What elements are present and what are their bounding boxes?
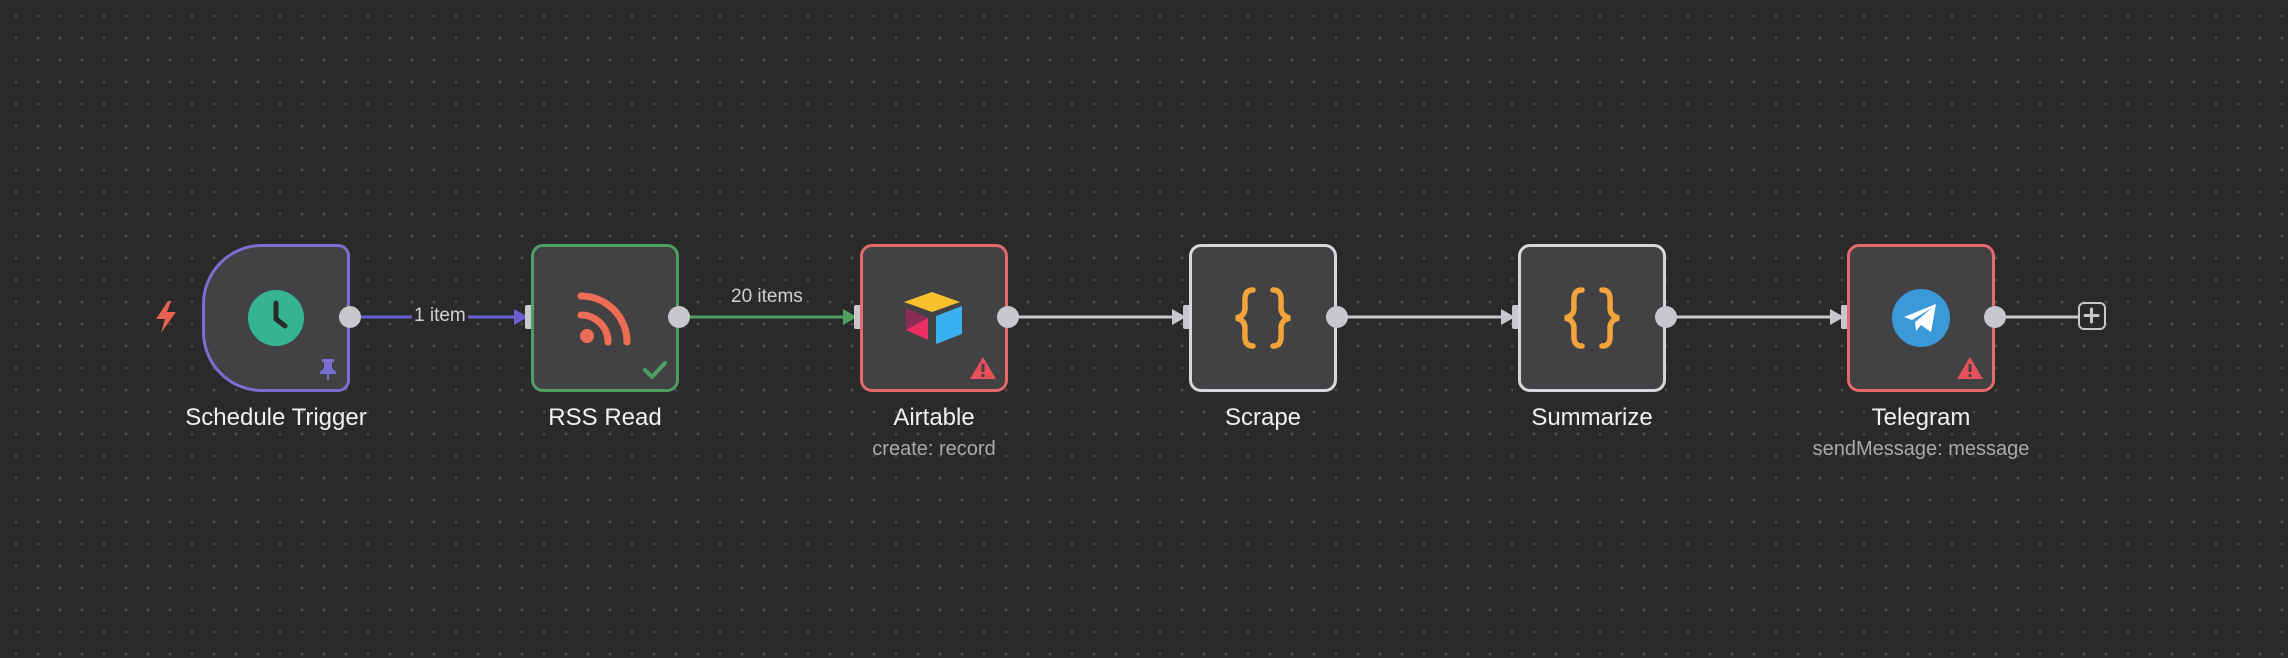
connection-arrow xyxy=(1501,309,1515,325)
node-label-scrape: Scrape xyxy=(1224,404,1302,431)
input-handle-airtable[interactable] xyxy=(854,305,864,329)
node-label-telegram: Telegram xyxy=(1871,404,1971,431)
input-handle-telegram[interactable] xyxy=(1841,305,1851,329)
trigger-bolt-icon xyxy=(156,301,176,333)
connection-rss-to-airtable[interactable] xyxy=(679,309,857,325)
node-summarize[interactable] xyxy=(1518,244,1666,392)
rss-icon xyxy=(577,292,631,346)
output-handle-rss[interactable] xyxy=(668,306,690,328)
node-schedule-trigger[interactable] xyxy=(202,244,350,392)
connection-summarize-to-telegram[interactable] xyxy=(1666,309,1844,325)
node-subtitle-telegram: sendMessage: message xyxy=(1812,438,2030,460)
output-handle-airtable[interactable] xyxy=(997,306,1019,328)
node-label-rss-read: RSS Read xyxy=(548,404,662,431)
connection-arrow xyxy=(1830,309,1844,325)
input-handle-scrape[interactable] xyxy=(1183,305,1193,329)
edge-label-schedule-rss: 1 item xyxy=(412,305,468,327)
connection-scrape-to-summarize[interactable] xyxy=(1337,309,1515,325)
node-scrape[interactable] xyxy=(1189,244,1337,392)
input-handle-rss[interactable] xyxy=(525,305,535,329)
node-label-summarize: Summarize xyxy=(1531,404,1653,431)
output-handle-schedule[interactable] xyxy=(339,306,361,328)
warning-icon xyxy=(970,357,996,379)
airtable-icon xyxy=(904,292,962,344)
pin-icon xyxy=(320,359,336,380)
node-rss-read[interactable] xyxy=(531,244,679,392)
connection-arrow xyxy=(514,309,528,325)
output-handle-telegram[interactable] xyxy=(1984,306,2006,328)
connection-airtable-to-scrape[interactable] xyxy=(1008,309,1186,325)
output-handle-scrape[interactable] xyxy=(1326,306,1348,328)
success-check-icon xyxy=(643,361,667,379)
connection-arrow xyxy=(843,309,857,325)
node-airtable[interactable] xyxy=(860,244,1008,392)
warning-icon xyxy=(1957,357,1983,379)
node-telegram[interactable] xyxy=(1847,244,1995,392)
clock-icon xyxy=(248,290,304,346)
connection-arrow xyxy=(1172,309,1186,325)
add-node-button[interactable] xyxy=(2078,302,2106,330)
code-braces-icon xyxy=(1564,287,1620,349)
node-label-airtable: Airtable xyxy=(893,404,975,431)
output-handle-summarize[interactable] xyxy=(1655,306,1677,328)
input-handle-summarize[interactable] xyxy=(1512,305,1522,329)
node-label-schedule-trigger: Schedule Trigger xyxy=(185,404,367,431)
node-subtitle-airtable: create: record xyxy=(872,438,996,460)
plus-icon xyxy=(2083,307,2100,324)
edge-label-rss-airtable: 20 items xyxy=(729,286,805,308)
telegram-icon xyxy=(1892,289,1950,347)
code-braces-icon xyxy=(1235,287,1291,349)
